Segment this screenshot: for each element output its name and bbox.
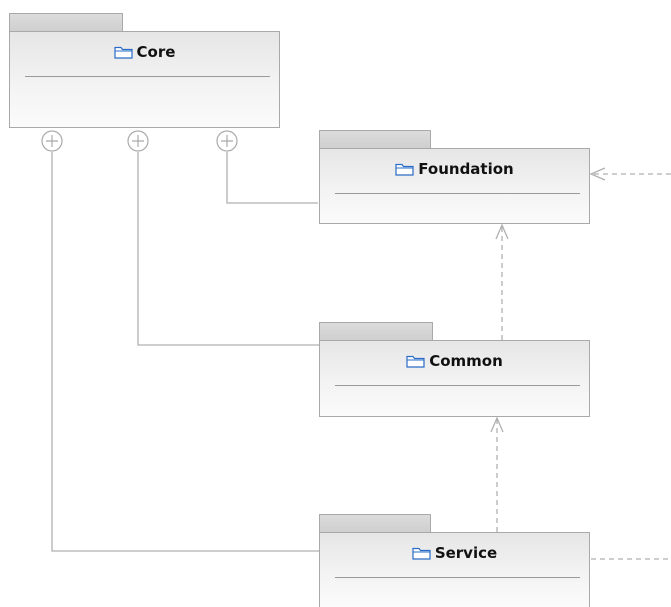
open-arrowhead-icon (495, 223, 509, 240)
package-title: Core (10, 41, 279, 63)
package-tab (319, 322, 433, 340)
folder-icon (406, 355, 425, 368)
package-title: Common (320, 350, 589, 372)
package-name: Core (136, 43, 176, 61)
containment-connectors (51, 152, 319, 552)
package-title: Foundation (320, 158, 589, 180)
package-name: Common (429, 352, 503, 370)
package-name: Foundation (418, 160, 514, 178)
package-divider (335, 385, 580, 386)
folder-icon (395, 163, 414, 176)
circle-plus-icon[interactable] (41, 130, 63, 152)
open-arrowhead-icon (490, 416, 504, 433)
dependency-connectors (490, 167, 671, 560)
package-common[interactable]: Common (319, 322, 590, 417)
folder-icon (412, 547, 431, 560)
package-divider (335, 577, 580, 578)
package-body: Core (9, 31, 280, 128)
package-core[interactable]: Core (9, 13, 280, 128)
package-foundation[interactable]: Foundation (319, 130, 590, 224)
package-body: Foundation (319, 148, 590, 224)
circle-plus-icon[interactable] (216, 130, 238, 152)
package-body: Common (319, 340, 590, 417)
package-service[interactable]: Service (319, 514, 590, 607)
open-arrowhead-icon (589, 167, 606, 181)
package-title: Service (320, 542, 589, 564)
circle-plus-icon[interactable] (127, 130, 149, 152)
containment-line-core-common[interactable] (137, 152, 319, 346)
containment-line-core-service[interactable] (51, 152, 319, 552)
package-tab (319, 130, 431, 148)
package-divider (25, 76, 270, 77)
folder-icon (113, 46, 133, 59)
package-tab (319, 514, 431, 532)
package-tab (9, 13, 123, 31)
package-divider (335, 193, 580, 194)
package-name: Service (434, 544, 498, 562)
containment-line-core-foundation[interactable] (226, 152, 318, 204)
containment-anchors (41, 130, 238, 152)
package-body: Service (319, 532, 590, 607)
